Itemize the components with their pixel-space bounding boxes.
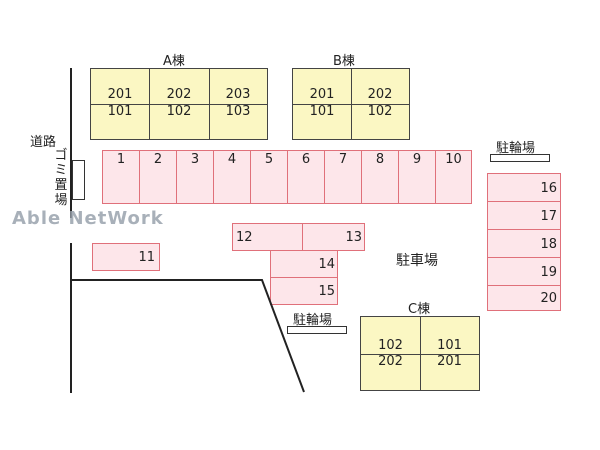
garbage-area — [72, 160, 85, 200]
slot-number: 16 — [540, 181, 557, 196]
room-a-203: 203 — [225, 87, 251, 102]
slot-number: 3 — [190, 152, 200, 167]
building-a: 201 202 203 101 102 103 — [90, 68, 268, 140]
room-a-102: 102 — [166, 104, 192, 119]
garbage-label: ゴミ置場 — [54, 148, 68, 208]
building-a-title: A棟 — [163, 54, 185, 69]
bicycle-parking-label: 駐輪場 — [496, 141, 536, 156]
bicycle-parking-label-2: 駐輪場 — [293, 313, 333, 328]
parking-slot-7: 7 — [324, 150, 362, 204]
parking-top-row: 1 2 3 4 5 6 7 8 9 10 — [102, 150, 472, 204]
slot-number: 14 — [318, 257, 335, 272]
slot-number: 7 — [338, 152, 348, 167]
road-label: 道路 — [30, 135, 57, 150]
slot-number: 2 — [153, 152, 163, 167]
road-line-upper — [70, 68, 72, 218]
slot-number: 15 — [318, 284, 335, 299]
boundary-line — [72, 279, 305, 393]
building-c: 102 101 202 201 — [360, 316, 480, 391]
parking-slot-5: 5 — [250, 150, 288, 204]
parking-slot-15: 15 — [270, 277, 338, 305]
slot-number: 19 — [540, 265, 557, 280]
room-a-202: 202 — [166, 87, 192, 102]
divider — [420, 317, 421, 390]
divider — [361, 354, 479, 355]
parking-slot-6: 6 — [287, 150, 325, 204]
slot-number: 9 — [412, 152, 422, 167]
parking-slot-16: 16 — [487, 173, 561, 202]
slot-number: 13 — [345, 230, 362, 245]
slot-number: 20 — [540, 291, 557, 306]
parking-slot-9: 9 — [398, 150, 436, 204]
room-b-201: 201 — [309, 87, 335, 102]
watermark: Able NetWork — [12, 208, 164, 229]
parking-lot-label: 駐車場 — [396, 253, 438, 269]
bicycle-rack-2 — [287, 326, 347, 334]
parking-slot-11: 11 — [92, 243, 160, 271]
building-b-title: B棟 — [333, 54, 355, 69]
parking-slot-12: 12 — [232, 223, 303, 251]
slot-number: 18 — [540, 237, 557, 252]
road-line-lower — [70, 243, 72, 393]
parking-slot-19: 19 — [487, 257, 561, 286]
room-b-101: 101 — [309, 104, 335, 119]
parking-slot-1: 1 — [102, 150, 140, 204]
slot-number: 4 — [227, 152, 237, 167]
divider — [91, 104, 267, 105]
room-c-102: 102 — [378, 338, 403, 353]
room-b-102: 102 — [367, 104, 393, 119]
room-c-202: 202 — [378, 354, 403, 369]
building-b: 201 202 101 102 — [292, 68, 410, 140]
parking-slot-8: 8 — [361, 150, 399, 204]
room-a-201: 201 — [107, 87, 133, 102]
slot-number: 6 — [301, 152, 311, 167]
slot-number: 11 — [138, 250, 155, 265]
room-b-202: 202 — [367, 87, 393, 102]
parking-slot-20: 20 — [487, 285, 561, 311]
room-a-101: 101 — [107, 104, 133, 119]
room-c-201: 201 — [437, 354, 462, 369]
divider — [293, 104, 409, 105]
parking-slot-2: 2 — [139, 150, 177, 204]
parking-slot-10: 10 — [435, 150, 472, 204]
slot-number: 5 — [264, 152, 274, 167]
building-c-title: C棟 — [408, 302, 431, 317]
bicycle-rack — [490, 154, 550, 162]
parking-slot-17: 17 — [487, 201, 561, 230]
slot-number: 10 — [445, 152, 462, 167]
room-a-103: 103 — [225, 104, 251, 119]
slot-number: 8 — [375, 152, 385, 167]
slot-number: 17 — [540, 209, 557, 224]
slot-number: 1 — [116, 152, 126, 167]
room-c-101: 101 — [437, 338, 462, 353]
slot-number: 12 — [236, 230, 253, 245]
